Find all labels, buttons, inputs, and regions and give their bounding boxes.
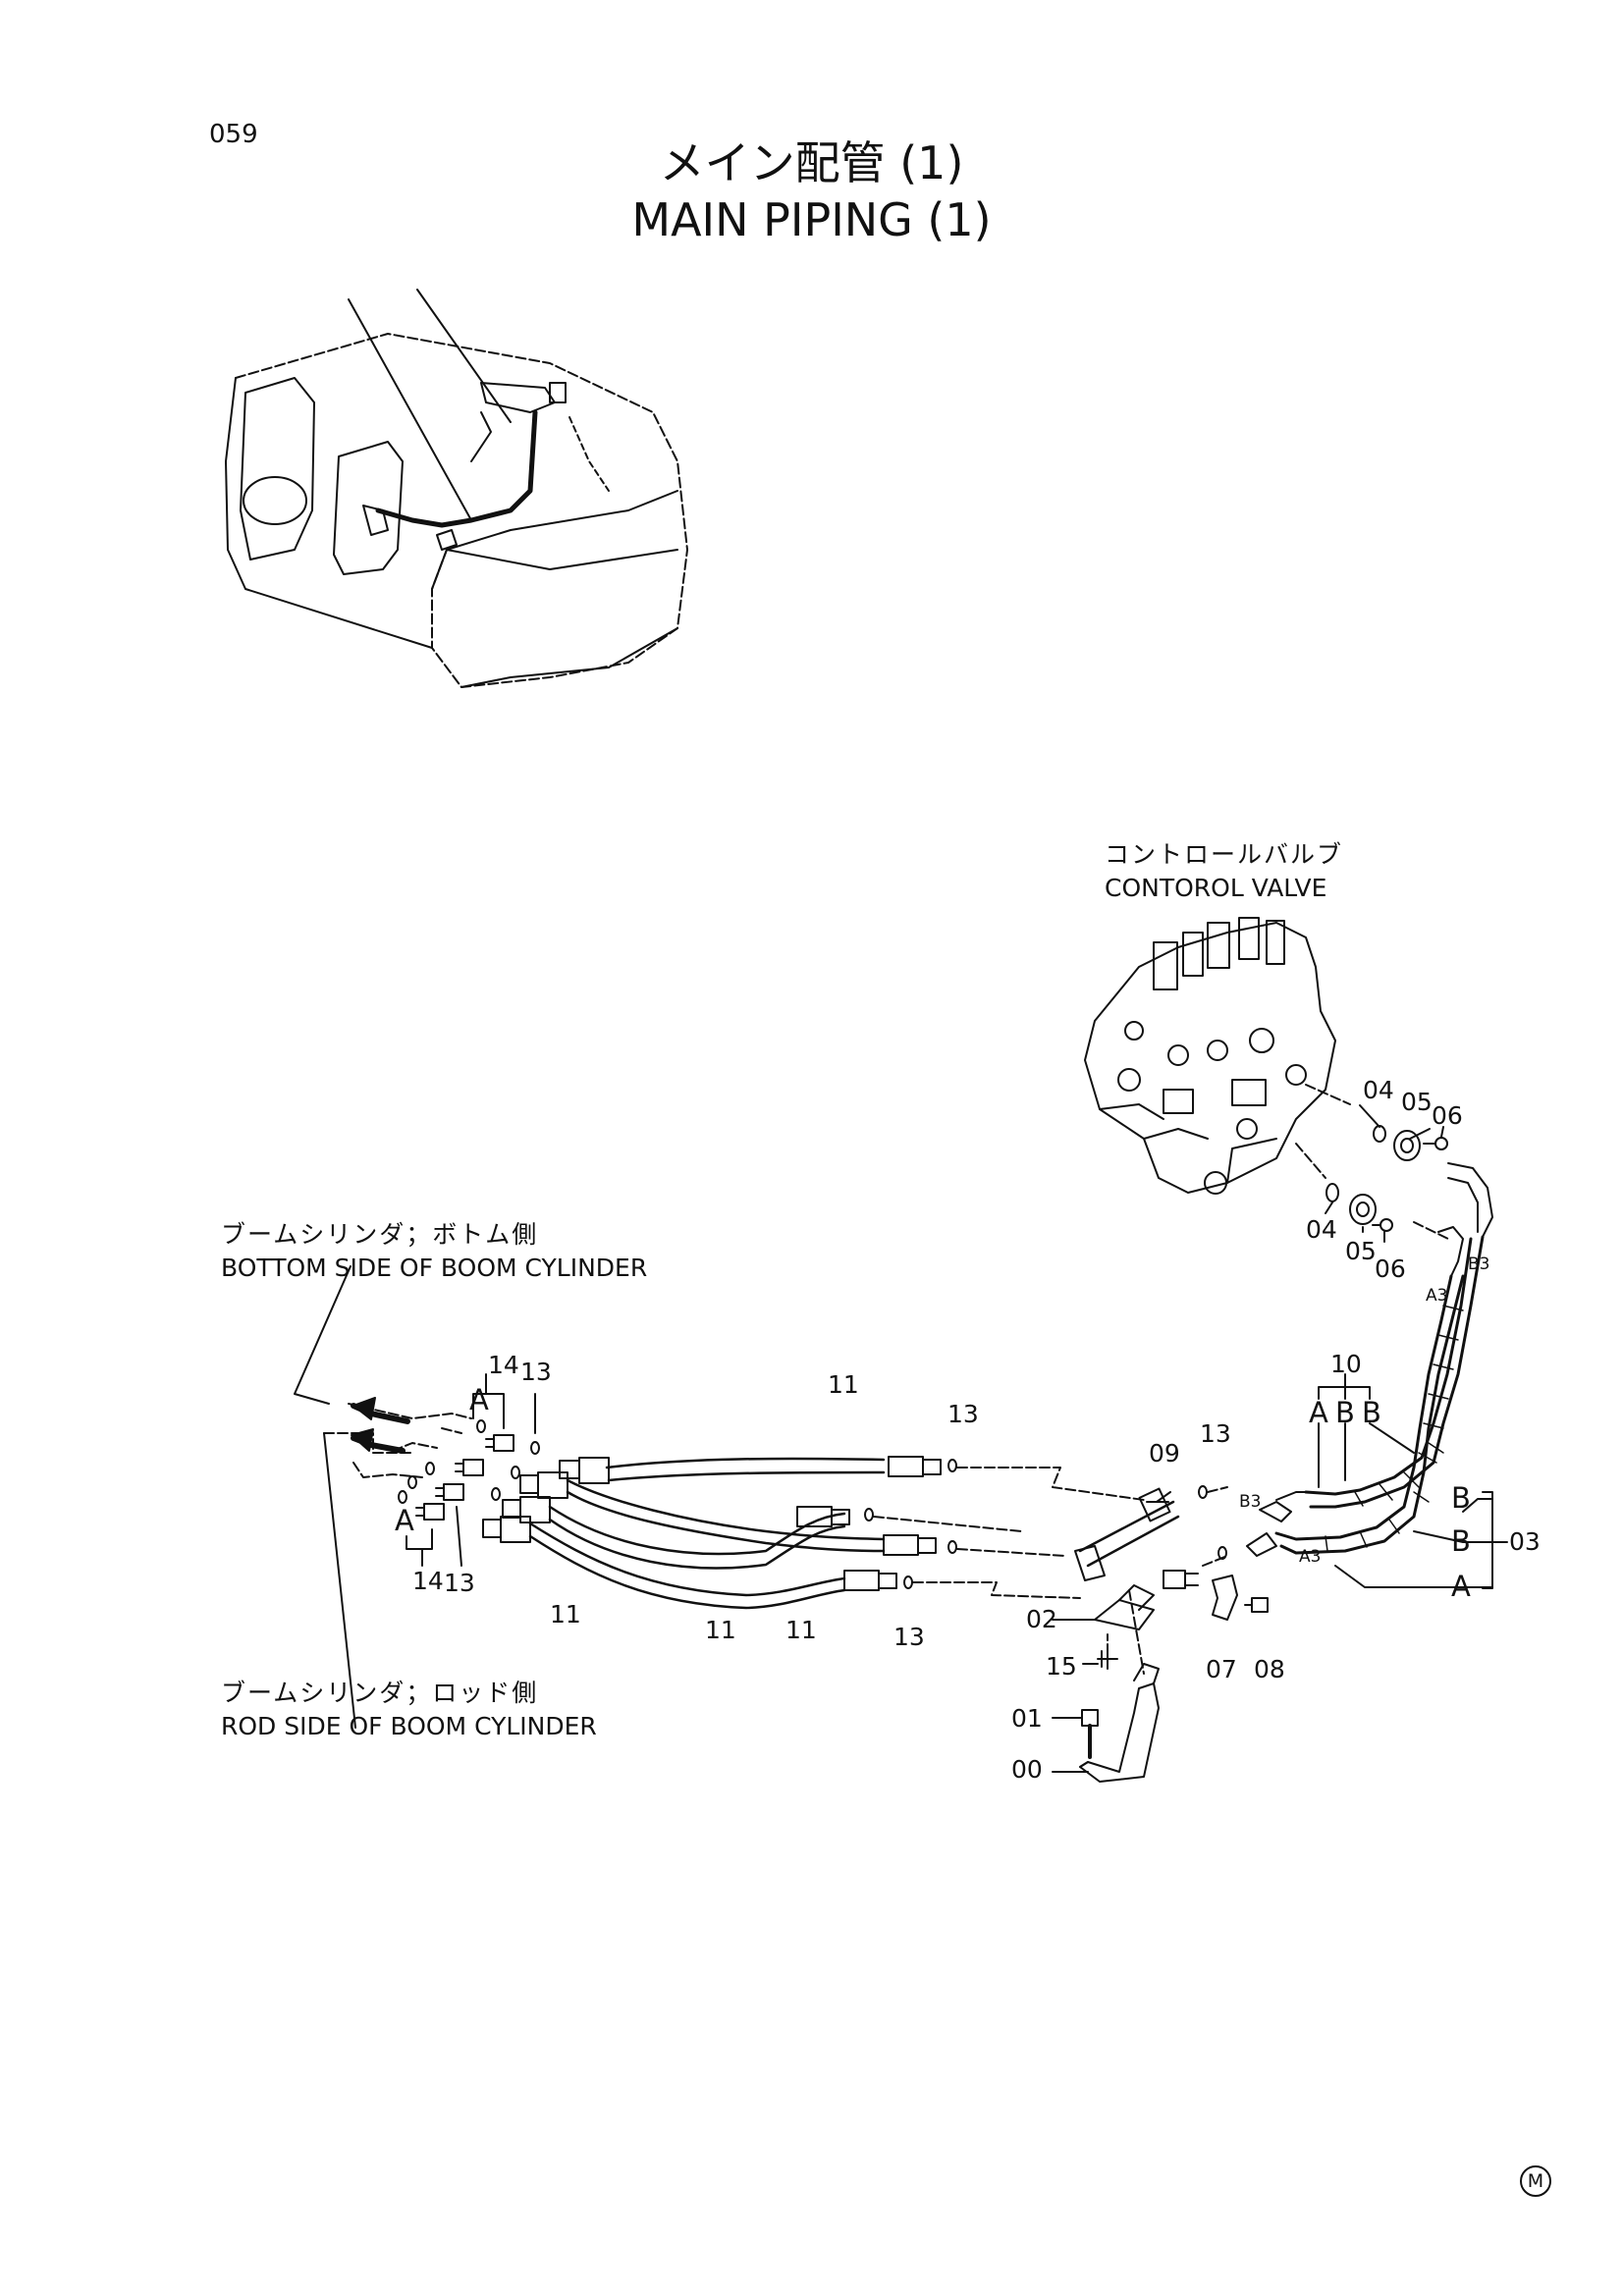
- hose-03-letter-b-1: B: [1451, 1481, 1471, 1515]
- callout-15: 15: [1046, 1652, 1077, 1681]
- clamp-07: [1212, 1575, 1238, 1621]
- bolt-06-bottom: [1372, 1218, 1393, 1232]
- callout-13-c: 13: [1200, 1419, 1231, 1448]
- callout-05-bottom: 05: [1345, 1237, 1377, 1265]
- excavator-overview-illustration: [225, 289, 688, 688]
- port-a3-top: A3: [1426, 1286, 1448, 1306]
- callout-11-a: 11: [828, 1370, 859, 1399]
- hose-03-letter-b-2: B: [1451, 1524, 1471, 1558]
- bottom-side-label-jp: ブームシリンダ；ボトム側: [221, 1220, 539, 1249]
- hose-03-letter-a: A: [1451, 1570, 1471, 1603]
- port-letter-a-top: A: [469, 1383, 489, 1416]
- hose-assembly-10: [1274, 1235, 1485, 1555]
- callout-03: 03: [1509, 1527, 1541, 1556]
- split-flange-05-bottom: [1349, 1194, 1377, 1225]
- port-a3-mid: A3: [1299, 1547, 1322, 1567]
- title-japanese: メイン配管 (1): [659, 136, 964, 189]
- callout-13-b: 13: [947, 1400, 979, 1428]
- o-ring-04-top: [1373, 1125, 1386, 1143]
- adapters-14: [415, 1434, 514, 1521]
- callout-11-c: 11: [705, 1616, 736, 1644]
- bottom-side-label-en: BOTTOM SIDE OF BOOM CYLINDER: [221, 1254, 648, 1282]
- page-number: 059: [209, 120, 258, 149]
- callout-13-e: 13: [893, 1623, 925, 1651]
- callout-13-d: 13: [444, 1569, 475, 1597]
- callout-06-bottom: 06: [1375, 1255, 1406, 1283]
- hose-10-letter-a: A: [1309, 1396, 1328, 1429]
- control-valve-label-jp: コントロールバルブ: [1105, 840, 1344, 869]
- port-b3-mid: B3: [1239, 1492, 1262, 1512]
- bolt-01: [1081, 1709, 1099, 1759]
- callout-09: 09: [1149, 1439, 1180, 1468]
- port-b3-top: B3: [1468, 1255, 1490, 1274]
- hose-fittings: [482, 1456, 942, 1591]
- rod-side-label-jp: ブームシリンダ；ロッド側: [221, 1679, 539, 1707]
- callout-06-top: 06: [1432, 1101, 1463, 1130]
- bolt-06-top: [1423, 1137, 1448, 1150]
- callout-11-d: 11: [785, 1616, 817, 1644]
- callout-02: 02: [1026, 1605, 1057, 1633]
- callout-13-a: 13: [520, 1358, 552, 1386]
- callout-14-bottom: 14: [412, 1567, 444, 1595]
- bracket-00: [1079, 1663, 1160, 1783]
- fitting-near-02: [1163, 1570, 1199, 1589]
- control-valve-illustration: [1084, 917, 1351, 1195]
- control-valve-label-en: CONTOROL VALVE: [1105, 874, 1327, 902]
- o-rings-13: [398, 1419, 1227, 1589]
- bolt-15: [1097, 1633, 1118, 1670]
- callout-04-top: 04: [1363, 1076, 1394, 1104]
- hose-10-letter-b-1: B: [1335, 1396, 1355, 1429]
- callout-04-bottom: 04: [1306, 1215, 1337, 1244]
- rod-side-label-en: ROD SIDE OF BOOM CYLINDER: [221, 1712, 597, 1740]
- hose-10-letter-b-2: B: [1362, 1396, 1381, 1429]
- callout-11-b: 11: [550, 1600, 581, 1629]
- callout-10: 10: [1330, 1350, 1362, 1378]
- callout-08: 08: [1254, 1655, 1285, 1683]
- o-ring-04-bottom: [1325, 1183, 1339, 1202]
- title-english: MAIN PIPING (1): [631, 193, 992, 246]
- split-flange-05-top: [1393, 1130, 1421, 1161]
- callout-05-top: 05: [1401, 1088, 1433, 1116]
- callout-00: 00: [1011, 1755, 1043, 1784]
- maker-mark: M: [1520, 2165, 1551, 2197]
- callout-14-top: 14: [488, 1351, 519, 1379]
- callout-01: 01: [1011, 1704, 1043, 1733]
- callout-07: 07: [1206, 1655, 1237, 1683]
- hoses-11: [528, 1457, 886, 1610]
- port-letter-a-bottom: A: [395, 1504, 414, 1537]
- bracket-02: [1094, 1584, 1155, 1630]
- pipe-09: [1074, 1487, 1180, 1581]
- bolt-08: [1244, 1597, 1269, 1613]
